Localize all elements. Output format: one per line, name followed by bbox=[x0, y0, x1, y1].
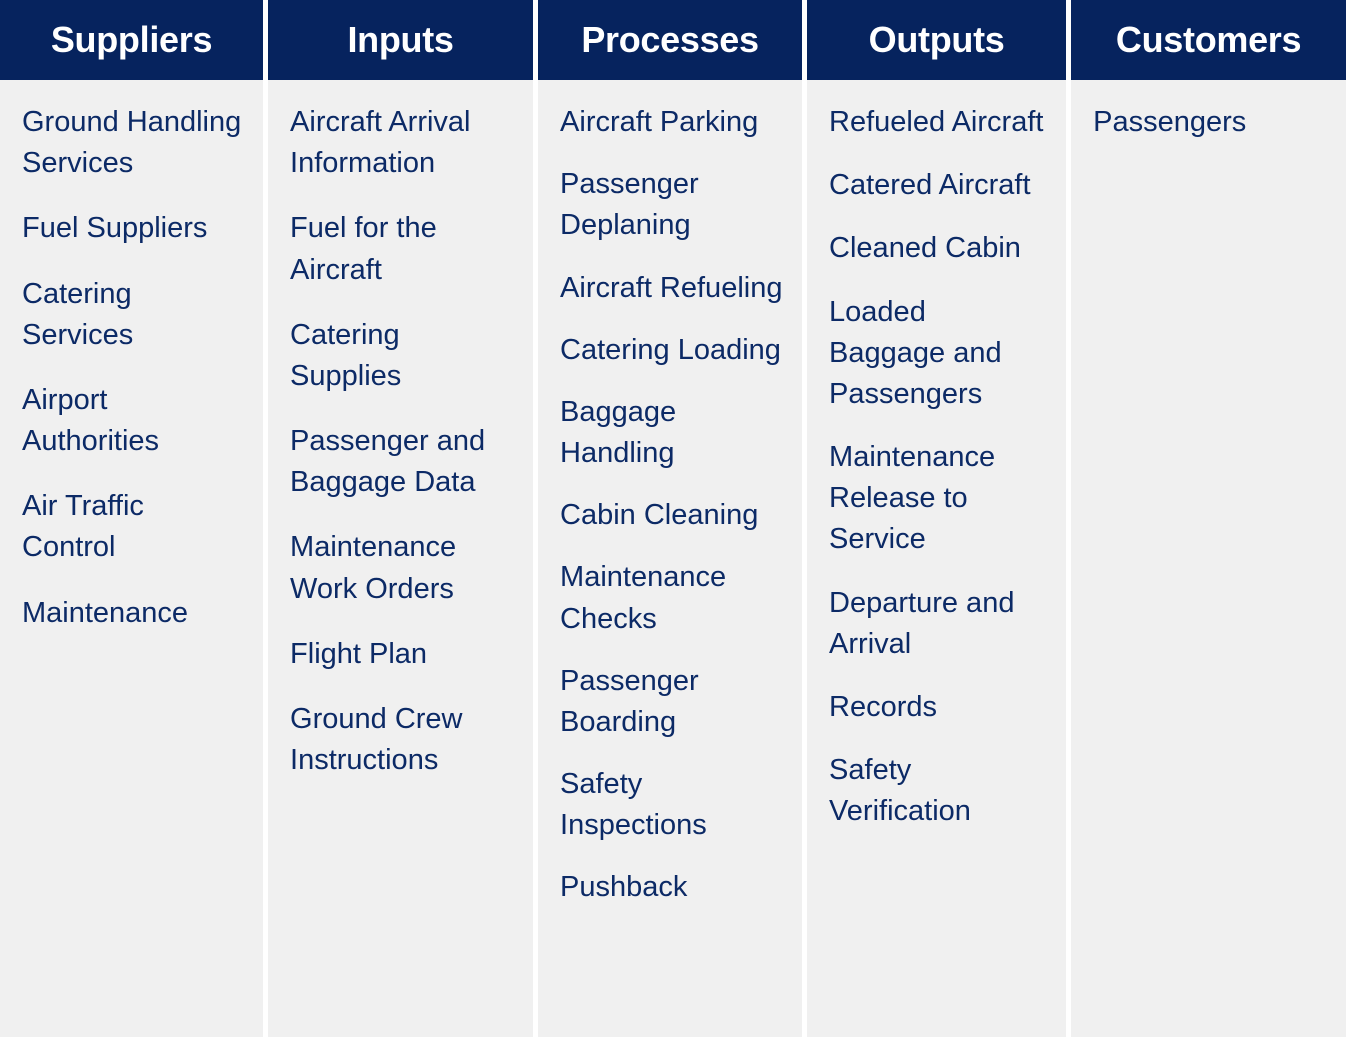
list-item: Aircraft Refueling bbox=[560, 271, 783, 304]
list-item: Catering Supplies bbox=[290, 318, 402, 392]
list-item: Air Traffic Control bbox=[22, 490, 144, 564]
sipoc-column-processes: Processes Aircraft Parking Passenger Dep… bbox=[538, 0, 803, 1037]
list-item: Safety Verification bbox=[829, 754, 971, 828]
list-item: Catering Services bbox=[22, 277, 134, 351]
list-item: Refueled Aircraft bbox=[829, 106, 1044, 138]
list-item: Passenger and Baggage Data bbox=[290, 425, 486, 499]
list-item: Maintenance Checks bbox=[560, 561, 727, 635]
list-item: Safety Inspections bbox=[560, 768, 707, 842]
list-item: Cabin Cleaning bbox=[560, 499, 759, 532]
sipoc-column-suppliers: Suppliers Ground Handling Services Fuel … bbox=[0, 0, 264, 1037]
list-item: Passenger Boarding bbox=[560, 664, 699, 738]
list-item: Maintenance Release to Service bbox=[829, 441, 996, 556]
column-body-suppliers: Ground Handling Services Fuel Suppliers … bbox=[0, 80, 264, 1037]
list-item: Ground Crew Instructions bbox=[290, 702, 463, 777]
list-item: Passenger Deplaning bbox=[560, 168, 699, 242]
sipoc-column-outputs: Outputs Refueled Aircraft Catered Aircra… bbox=[807, 0, 1067, 1037]
list-item: Passengers bbox=[1093, 106, 1247, 138]
list-item: Departure and Arrival bbox=[829, 586, 1015, 660]
list-item: Fuel for the Aircraft bbox=[290, 212, 437, 286]
list-item: Aircraft Parking bbox=[560, 106, 759, 138]
sipoc-column-inputs: Inputs Aircraft Arrival Information Fuel… bbox=[268, 0, 534, 1037]
list-item: Flight Plan bbox=[290, 637, 428, 670]
column-header-customers: Customers bbox=[1071, 0, 1346, 80]
list-item: Baggage Handling bbox=[560, 395, 677, 470]
sipoc-column-customers: Customers Passengers bbox=[1071, 0, 1346, 1037]
list-item: Ground Handling Services bbox=[22, 106, 242, 180]
column-body-customers: Passengers bbox=[1071, 80, 1346, 1037]
list-item: Catering Loading bbox=[560, 333, 781, 366]
list-item: Loaded Baggage and Passengers bbox=[829, 295, 1002, 410]
column-body-inputs: Aircraft Arrival Information Fuel for th… bbox=[268, 80, 534, 1037]
list-item: Maintenance Work Orders bbox=[290, 531, 457, 605]
column-header-suppliers: Suppliers bbox=[0, 0, 264, 80]
column-body-processes: Aircraft Parking Passenger Deplaning Air… bbox=[538, 80, 803, 1037]
list-item: Aircraft Arrival Information bbox=[290, 106, 471, 180]
list-item: Catered Aircraft bbox=[829, 169, 1031, 202]
list-item: Records bbox=[829, 690, 938, 723]
column-header-inputs: Inputs bbox=[268, 0, 534, 80]
list-item: Maintenance bbox=[22, 596, 189, 629]
list-item: Cleaned Cabin bbox=[829, 232, 1021, 265]
column-header-processes: Processes bbox=[538, 0, 803, 80]
column-body-outputs: Refueled Aircraft Catered Aircraft Clean… bbox=[807, 80, 1067, 1037]
list-item: Pushback bbox=[560, 871, 688, 904]
list-item: Fuel Suppliers bbox=[22, 212, 208, 245]
column-header-outputs: Outputs bbox=[807, 0, 1067, 80]
list-item: Airport Authorities bbox=[22, 383, 160, 458]
